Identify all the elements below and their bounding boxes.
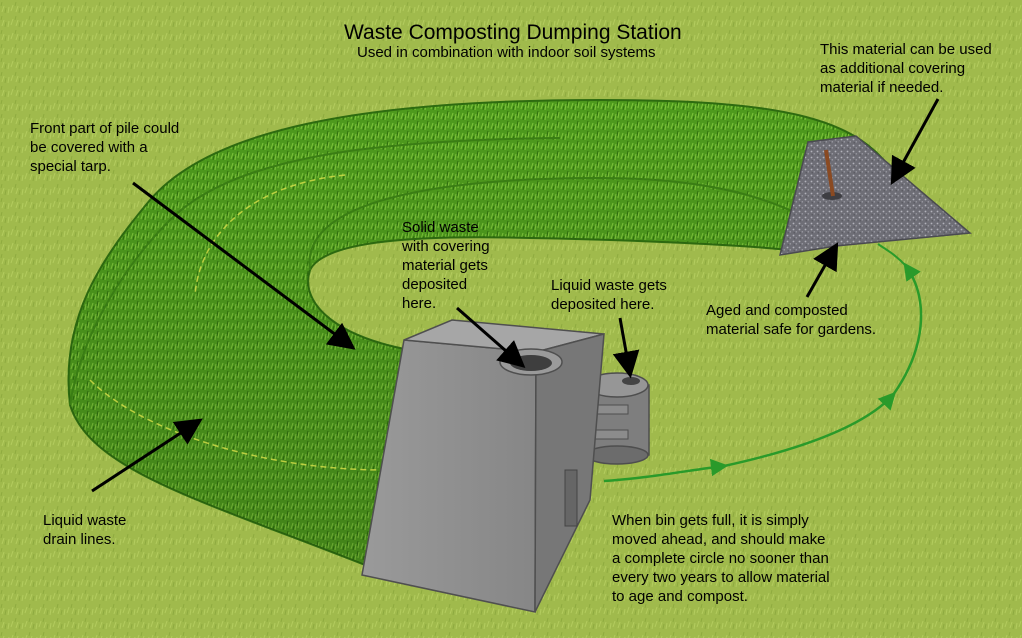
pile-top-edge <box>69 137 561 406</box>
callout-covering-material: This material can be used as additional … <box>820 41 992 96</box>
callout-bin-movement: When bin gets full, it is simply moved a… <box>612 512 830 605</box>
arrow-drain-lines <box>91 418 203 493</box>
liquid-inlet-hole <box>622 377 640 385</box>
arrow-solid-waste <box>456 306 526 368</box>
arrow-liquid-waste <box>612 317 640 379</box>
diagram-title: Waste Composting Dumping Station <box>344 21 682 44</box>
callout-solid-waste: Solid waste with covering material gets … <box>402 219 490 312</box>
movement-arrow-2 <box>723 391 896 468</box>
movement-arrow-1 <box>603 458 729 483</box>
dumping-bin <box>361 319 605 613</box>
drain-line-upper <box>194 174 346 296</box>
solid-inlet-hole <box>510 355 552 371</box>
callout-front-tarp: Front part of pile could be covered with… <box>30 120 180 175</box>
callout-drain-lines: Liquid waste drain lines. <box>43 512 127 548</box>
pile-shading <box>68 100 895 565</box>
pile-inner-edge <box>308 176 801 271</box>
callout-liquid-waste: Liquid waste gets deposited here. <box>551 277 667 313</box>
movement-arrow-tail <box>877 243 907 267</box>
arrow-covering-material <box>890 98 940 185</box>
bin-side-door <box>564 469 578 527</box>
diagram-subtitle: Used in combination with indoor soil sys… <box>357 44 656 61</box>
arrow-front-tarp <box>132 181 356 350</box>
callout-aged-material: Aged and composted material safe for gar… <box>706 302 877 338</box>
marker-stake <box>824 149 835 197</box>
movement-arrow-3 <box>891 262 923 396</box>
arrow-aged-material <box>805 242 839 298</box>
